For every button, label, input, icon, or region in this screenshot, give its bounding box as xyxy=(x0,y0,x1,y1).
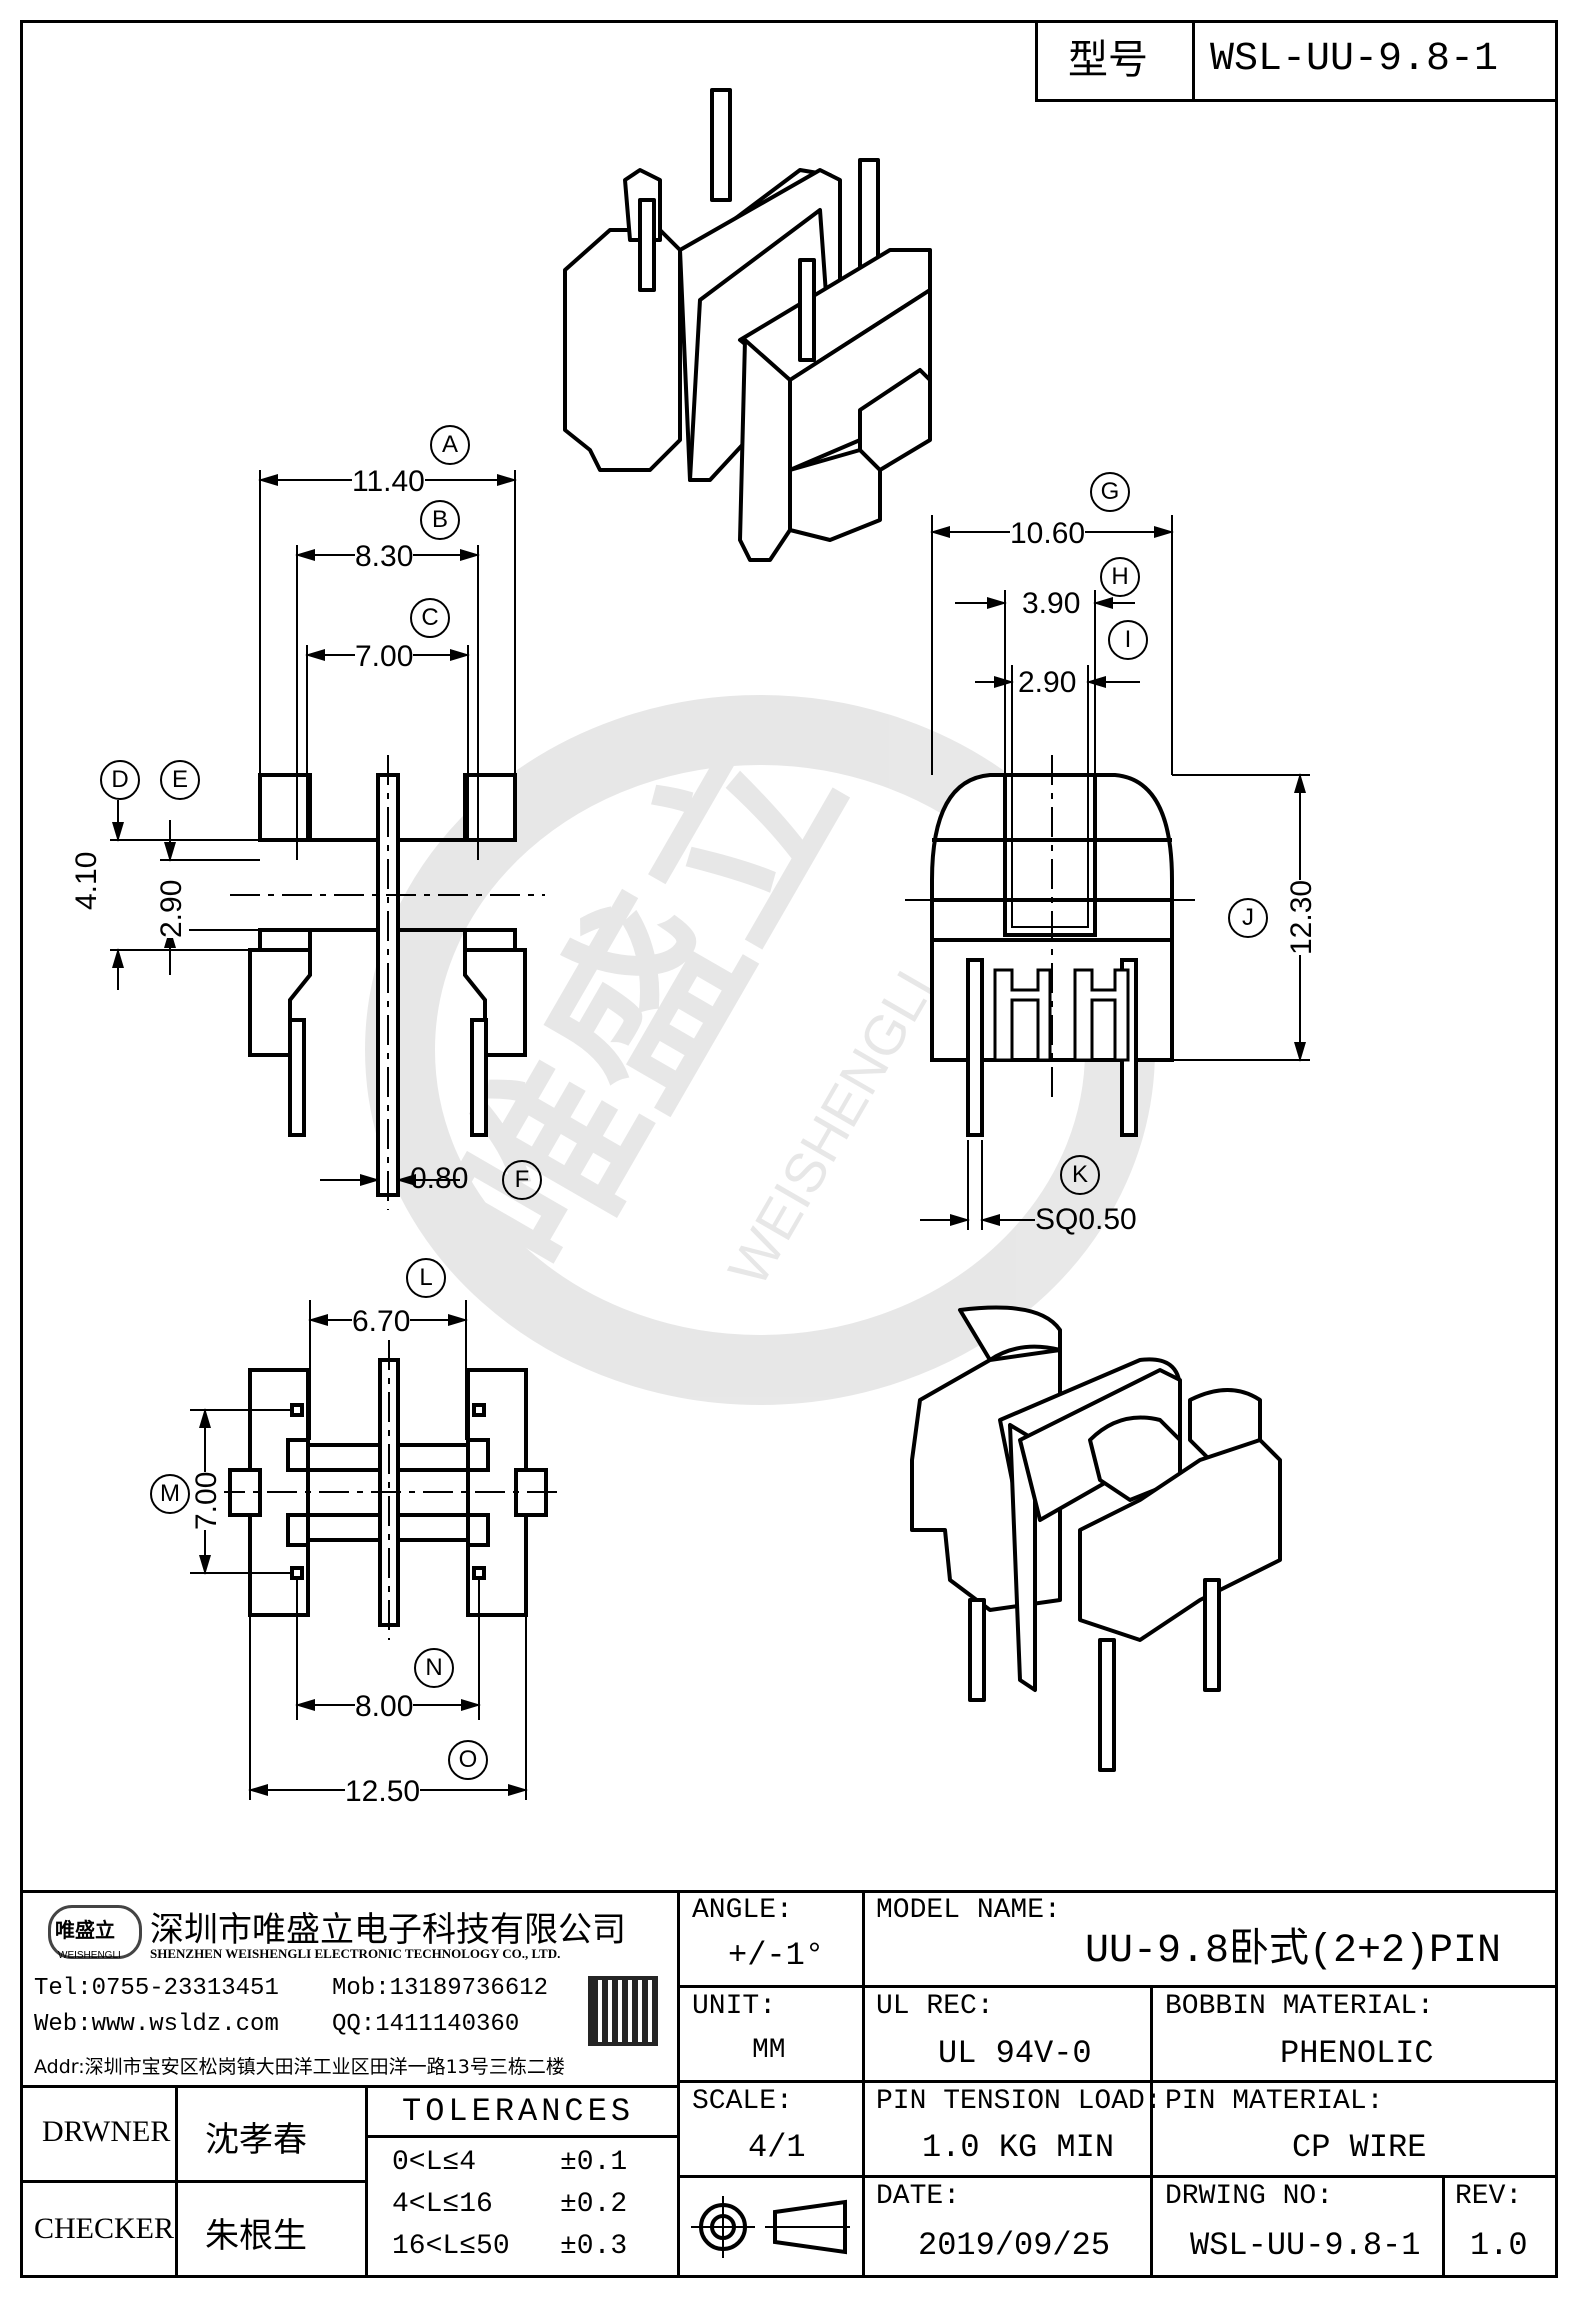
unit-value: MM xyxy=(752,2035,786,2066)
company-name-en: SHENZHEN WEISHENGLI ELECTRONIC TECHNOLOG… xyxy=(150,1946,561,1961)
company-logo xyxy=(48,1905,142,1959)
angle-value: +/-1° xyxy=(728,1937,825,1974)
model-name-value: UU-9.8卧式(2+2)PIN xyxy=(1085,1929,1502,1974)
dim-F-value: 0.80 xyxy=(410,1162,469,1195)
scale-label: SCALE: xyxy=(692,2086,793,2117)
company-mob: Mob:13189736612 xyxy=(332,1975,549,2002)
bobbin-label: BOBBIN MATERIAL: xyxy=(1165,1991,1434,2022)
company-tel: Tel:0755-23313451 xyxy=(34,1975,279,2002)
dim-N-value: 8.00 xyxy=(355,1690,414,1724)
company-addr: Addr:深圳市宝安区松岗镇大田洋工业区田洋一路13号三栋二楼 xyxy=(34,2056,565,2078)
line-h-drw xyxy=(20,2180,365,2183)
drawer-label: DRWNER xyxy=(42,2115,171,2148)
dim-G-marker: G xyxy=(1090,472,1130,512)
dim-H-value: 3.90 xyxy=(1022,587,1081,621)
model-name-label: MODEL NAME: xyxy=(876,1895,1061,1926)
model-box-value: WSL-UU-9.8-1 xyxy=(1210,37,1499,82)
tolerance-range-2: 4<L≤16 xyxy=(392,2189,493,2220)
company-logo-sub: WEISHENGLI xyxy=(58,1950,121,1961)
scale-value: 4/1 xyxy=(748,2129,806,2166)
checker-value: 朱根生 xyxy=(205,2216,307,2256)
dim-B-value: 8.30 xyxy=(355,540,414,574)
tolerance-value-3: ±0.3 xyxy=(560,2231,628,2262)
tolerances-label: TOLERANCES xyxy=(402,2093,635,2130)
company-web: Web:www.wsldz.com xyxy=(34,2011,279,2038)
pin-material-value: CP WIRE xyxy=(1292,2129,1427,2166)
dim-M-value: 7.00 xyxy=(190,1471,224,1530)
dim-C-marker: C xyxy=(410,598,450,638)
company-qq: QQ:1411140360 xyxy=(332,2011,520,2038)
projection-symbol xyxy=(691,2196,850,2258)
ul-label: UL REC: xyxy=(876,1991,994,2022)
date-label: DATE: xyxy=(876,2181,961,2212)
pin-material-label: PIN MATERIAL: xyxy=(1165,2086,1384,2117)
model-box-label: 型号 xyxy=(1068,37,1148,83)
line-v-tol xyxy=(365,2085,368,2278)
company-name-cn: 深圳市唯盛立电子科技有限公司 xyxy=(150,1910,626,1950)
dim-A-value: 11.40 xyxy=(352,465,425,499)
rev-value: 1.0 xyxy=(1470,2227,1528,2264)
angle-label: ANGLE: xyxy=(692,1895,793,1926)
drawer-value: 沈孝春 xyxy=(205,2120,307,2160)
line-v2 xyxy=(862,1890,865,2278)
tolerance-range-3: 16<L≤50 xyxy=(392,2231,510,2262)
dim-D-value: 4.10 xyxy=(70,851,104,910)
drawing-no-value: WSL-UU-9.8-1 xyxy=(1190,2227,1421,2264)
front-view xyxy=(230,755,545,1210)
dim-H-marker: H xyxy=(1100,557,1140,597)
dim-E-marker: E xyxy=(160,760,200,800)
pin-tension-value: 1.0 KG MIN xyxy=(922,2129,1115,2166)
tolerance-range-1: 0<L≤4 xyxy=(392,2147,477,2178)
bobbin-value: PHENOLIC xyxy=(1280,2035,1434,2072)
rev-label: REV: xyxy=(1455,2181,1523,2212)
line-h2 xyxy=(677,2080,1558,2083)
dim-D-marker: D xyxy=(100,760,140,800)
dim-C-value: 7.00 xyxy=(355,640,414,674)
pin-tension-label: PIN TENSION LOAD: xyxy=(876,2086,1162,2117)
iso-view-top xyxy=(563,88,932,562)
line-v3 xyxy=(1150,1985,1153,2278)
dim-M-marker: M xyxy=(150,1474,190,1514)
dim-K-value: SQ0.50 xyxy=(1035,1203,1137,1236)
dim-J-marker: J xyxy=(1228,898,1268,938)
iso-view-bottom xyxy=(910,1305,1282,1772)
model-box-divider xyxy=(1035,20,1195,102)
side-view xyxy=(905,755,1195,1137)
bottom-view xyxy=(215,1340,560,1640)
ul-value: UL 94V-0 xyxy=(938,2035,1092,2072)
tolerance-value-1: ±0.1 xyxy=(560,2147,628,2178)
line-v4 xyxy=(1442,2175,1445,2278)
dim-I-value: 2.90 xyxy=(1018,666,1077,700)
dim-K-marker: K xyxy=(1060,1155,1100,1195)
dim-L-value: 6.70 xyxy=(352,1305,411,1339)
technical-drawing: 唯盛立 WEISHENGLI xyxy=(110,88,1310,1800)
line-h3 xyxy=(677,2175,1558,2178)
line-h-tol xyxy=(365,2135,680,2138)
line-company-bottom xyxy=(20,2085,680,2088)
drawing-no-label: DRWING NO: xyxy=(1165,2181,1334,2212)
dim-B-marker: B xyxy=(420,500,460,540)
dim-G-value: 10.60 xyxy=(1010,517,1086,551)
unit-label: UNIT: xyxy=(692,1991,777,2022)
dim-J-value: 12.30 xyxy=(1285,879,1319,955)
line-h1 xyxy=(677,1985,1558,1988)
drawing-frame xyxy=(20,20,1558,2278)
dim-I-marker: I xyxy=(1108,620,1148,660)
dim-N-marker: N xyxy=(414,1648,454,1688)
line-v1 xyxy=(677,1890,680,2278)
company-logo-text: 唯盛立 xyxy=(55,1918,115,1942)
dim-E-value: 2.90 xyxy=(155,879,189,938)
date-value: 2019/09/25 xyxy=(918,2227,1111,2264)
dim-O-value: 12.50 xyxy=(345,1775,421,1809)
dim-F-marker: F xyxy=(502,1160,542,1200)
dim-A-marker: A xyxy=(430,425,470,465)
qr-code xyxy=(588,1976,658,2046)
tolerance-value-2: ±0.2 xyxy=(560,2189,628,2220)
checker-label: CHECKER xyxy=(34,2212,175,2245)
title-block xyxy=(20,1890,1558,2281)
dim-L-marker: L xyxy=(406,1258,446,1298)
dim-O-marker: O xyxy=(448,1740,488,1780)
